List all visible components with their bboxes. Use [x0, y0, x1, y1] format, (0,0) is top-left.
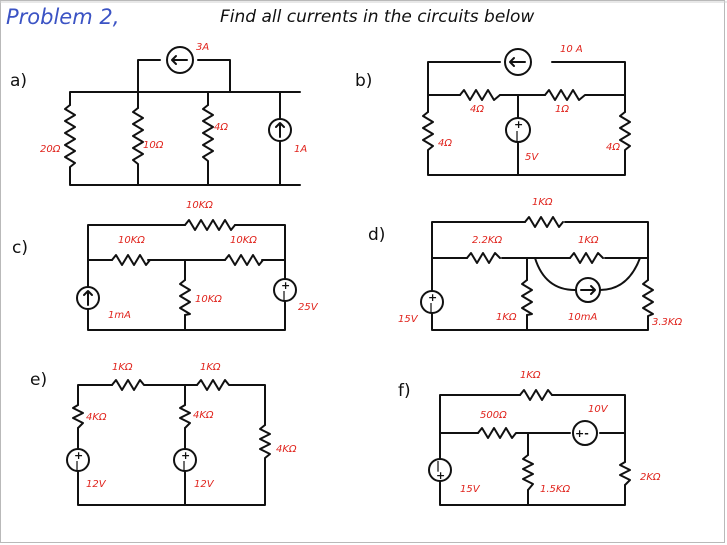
resistor-icon — [224, 254, 264, 266]
value-label: 15V — [398, 314, 419, 325]
problem-label: Problem 2, — [6, 5, 119, 29]
value-label: 15V — [460, 484, 481, 495]
resistor-icon — [642, 279, 654, 321]
value-label: 1KΩ — [578, 235, 599, 246]
value-label: 10 A — [560, 44, 583, 55]
value-label: 1Ω — [555, 104, 569, 115]
circuit-b: +| 10 A 4Ω 1Ω 4Ω 5V 4Ω — [422, 44, 631, 176]
resistor-icon — [179, 279, 191, 316]
value-label: 4KΩ — [193, 410, 214, 421]
voltage-source-icon — [173, 448, 197, 472]
resistor-icon — [72, 404, 84, 429]
svg-text:+: + — [428, 291, 437, 304]
value-label: 4Ω — [214, 122, 228, 133]
value-label: 1KΩ — [200, 362, 221, 373]
value-label: 10KΩ — [195, 294, 222, 305]
svg-text:+-: +- — [575, 427, 589, 440]
resistor-icon — [619, 111, 631, 156]
svg-text:|: | — [75, 459, 79, 472]
value-label: 1mA — [108, 310, 131, 321]
voltage-source-icon — [505, 117, 531, 143]
circuit-d-label: d) — [368, 225, 385, 245]
svg-text:+: + — [74, 449, 83, 462]
resistor-icon — [111, 379, 149, 391]
resistor-icon — [111, 254, 151, 266]
value-label: 10KΩ — [118, 235, 145, 246]
circuit-f-label: f) — [398, 381, 411, 401]
circuit-e: +| +| 1KΩ 1KΩ 4KΩ 4KΩ 4KΩ 12V 12V — [66, 362, 297, 506]
value-label: 10V — [588, 404, 609, 415]
circuit-e-label: e) — [30, 370, 47, 390]
circuit-a-label: a) — [10, 71, 27, 91]
value-label: 4Ω — [606, 142, 620, 153]
value-label: 20Ω — [40, 144, 61, 155]
svg-text:+: + — [281, 279, 290, 292]
value-label: 10mA — [568, 312, 597, 323]
value-label: 12V — [194, 479, 215, 490]
resistor-icon — [202, 104, 214, 171]
resistor-icon — [64, 104, 76, 173]
resistor-icon — [179, 404, 191, 429]
circuit-c: +| 10KΩ 10KΩ 10KΩ 1mA 10KΩ 25V — [76, 200, 319, 331]
value-label: 10KΩ — [230, 235, 257, 246]
voltage-source-icon — [428, 458, 452, 482]
svg-text:+: + — [514, 118, 523, 131]
circuit-f: +- |+ 1KΩ 500Ω 10V 15V 1.5KΩ 2KΩ — [428, 370, 661, 506]
circuit-d: +| 1KΩ 2.2KΩ 1KΩ 15V 1KΩ 10mA 3.3KΩ — [398, 197, 682, 331]
resistor-icon — [477, 427, 521, 439]
svg-text:+: + — [436, 469, 445, 482]
value-label: 3A — [196, 42, 209, 53]
svg-text:|: | — [515, 129, 519, 142]
value-label: 1.5KΩ — [540, 484, 570, 495]
value-label: 4Ω — [470, 104, 484, 115]
resistor-icon — [422, 111, 434, 156]
value-label: 4Ω — [438, 138, 452, 149]
value-label: 3.3KΩ — [652, 317, 682, 328]
circuit-c-label: c) — [12, 238, 28, 258]
svg-text:|: | — [282, 289, 286, 302]
resistor-icon — [544, 89, 591, 101]
circuit-a: 3A 20Ω 10Ω 4Ω 1A — [40, 42, 307, 186]
voltage-source-icon — [572, 420, 598, 446]
value-label: 1KΩ — [112, 362, 133, 373]
value-label: 1KΩ — [496, 312, 517, 323]
value-label: 4KΩ — [276, 444, 297, 455]
resistor-icon — [466, 252, 501, 264]
value-label: 1KΩ — [532, 197, 553, 208]
circuit-b-label: b) — [355, 71, 372, 91]
resistor-icon — [619, 461, 631, 486]
svg-text:|: | — [182, 459, 186, 472]
resistor-icon — [184, 219, 236, 231]
resistor-icon — [196, 379, 234, 391]
value-label: 500Ω — [480, 410, 507, 421]
voltage-source-icon — [66, 448, 90, 472]
resistor-icon — [524, 216, 564, 228]
voltage-source-icon — [273, 278, 297, 302]
value-label: 4KΩ — [86, 412, 107, 423]
resistor-icon — [522, 454, 534, 491]
svg-text:+: + — [181, 449, 190, 462]
resistor-icon — [519, 389, 553, 401]
instruction-text: Find all currents in the circuits below — [220, 7, 534, 27]
value-label: 1KΩ — [520, 370, 541, 381]
value-label: 10KΩ — [186, 200, 213, 211]
svg-text:|: | — [429, 301, 433, 314]
resistor-icon — [132, 107, 144, 171]
resistor-icon — [259, 424, 271, 461]
resistor-icon — [521, 279, 533, 316]
value-label: 1A — [294, 144, 307, 155]
resistor-icon — [569, 252, 604, 264]
value-label: 10Ω — [143, 140, 164, 151]
voltage-source-icon — [420, 290, 444, 314]
svg-text:|: | — [436, 459, 440, 472]
resistor-icon — [459, 89, 501, 101]
value-label: 25V — [298, 302, 319, 313]
value-label: 2KΩ — [640, 472, 661, 483]
value-label: 12V — [86, 479, 107, 490]
value-label: 5V — [525, 152, 539, 163]
value-label: 2.2KΩ — [472, 235, 502, 246]
